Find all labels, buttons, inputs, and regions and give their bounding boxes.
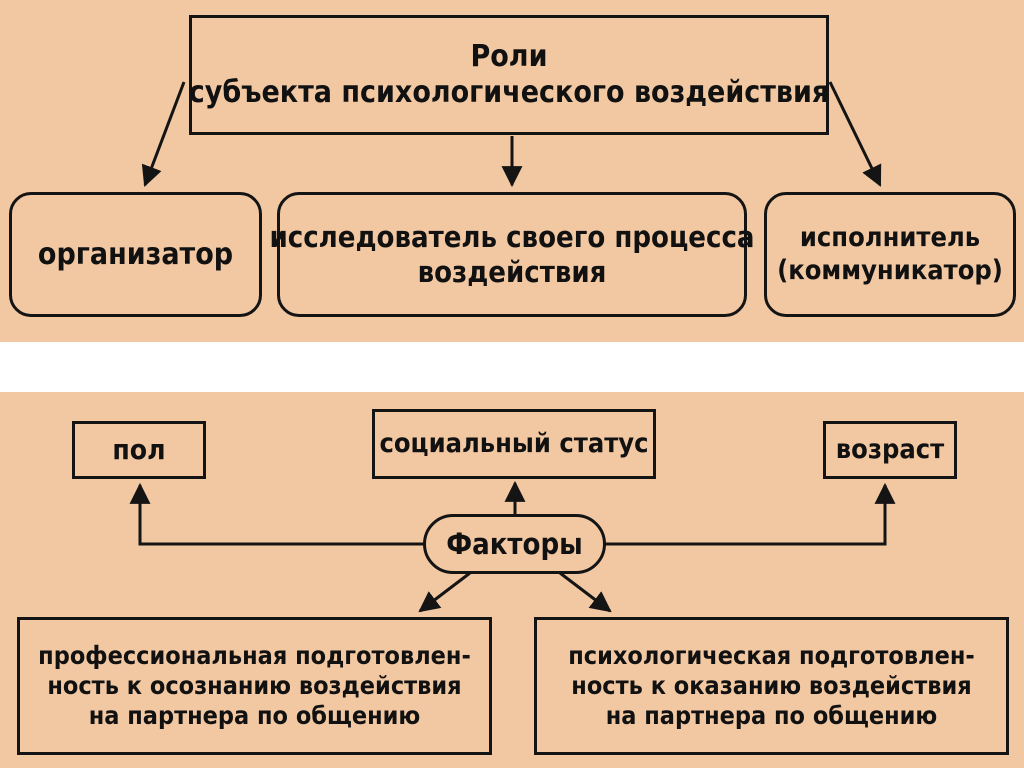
roles-title-box: Роли субъекта психологического воздейств… [189,15,829,135]
factor-professional-readiness: профессиональная подготовлен- ность к ос… [17,617,492,755]
factors-center-label: Факторы [446,526,583,561]
professional-line1: профессиональная подготовлен- [38,641,471,670]
arrow-to-executor [828,81,882,187]
factor-psychological-readiness: психологическая подготовлен- ность к ока… [534,617,1009,755]
role-organizer: организатор [9,192,262,317]
arrow-to-professional [418,571,471,613]
arrow-to-psychological [559,571,612,613]
psychological-line2: ность к оказанию воздействия [571,671,972,700]
arrow-to-age [602,482,896,546]
psychological-line1: психологическая подготовлен- [568,641,975,670]
roles-title-line1: Роли [470,39,548,74]
factor-age-label: возраст [835,433,945,465]
factor-pol: пол [72,421,206,479]
role-executor-line1: исполнитель [799,222,981,254]
role-executor: исполнитель (коммуникатор) [764,192,1016,317]
professional-line3: на партнера по общению [88,701,421,730]
arrow-to-pol [129,482,428,546]
arrow-to-organizer [141,81,186,187]
factor-age: возраст [823,421,957,479]
factors-center: Факторы [423,514,606,574]
role-researcher-line2: воздействия [417,254,607,289]
psychological-line3: на партнера по общению [605,701,938,730]
professional-line2: ность к осознанию воздействия [47,671,462,700]
factor-social-status: социальный статус [372,409,656,479]
role-researcher-line1: исследователь своего процесса [269,219,755,254]
role-organizer-label: организатор [37,236,234,272]
role-researcher: исследователь своего процесса воздействи… [269,192,755,317]
factor-pol-label: пол [112,433,166,467]
roles-title-line2: субъекта психологического воздействия [188,75,830,110]
role-executor-line2: (коммуникатор) [777,254,1003,286]
factor-social-status-label: социальный статус [379,427,649,459]
